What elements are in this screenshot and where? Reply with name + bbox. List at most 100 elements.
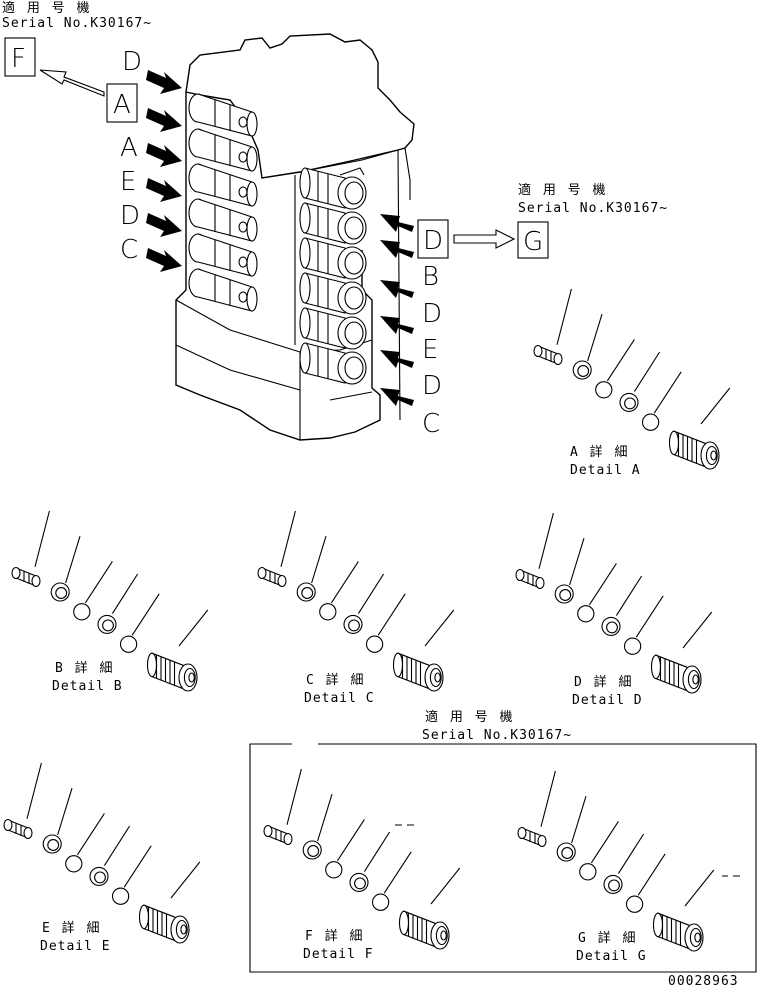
left-spools	[188, 93, 258, 312]
leader-line	[317, 794, 333, 842]
applicability-serial-right: Serial No.K30167~	[518, 201, 668, 216]
left-letter-c: C	[120, 235, 138, 265]
ring-inner	[608, 879, 620, 892]
right-arrow	[380, 214, 414, 232]
leader-line	[363, 831, 391, 872]
plug-cap	[299, 202, 367, 245]
cartridge-head-inner	[175, 919, 188, 940]
o-ring	[371, 893, 390, 911]
spool-end	[246, 216, 258, 242]
plug-end	[535, 576, 545, 590]
detail-a-caption: Detail A	[570, 463, 641, 478]
plug-cap	[299, 307, 367, 350]
spool	[188, 198, 258, 242]
leader-line	[170, 861, 201, 899]
plug-end	[517, 826, 527, 840]
leader-line	[286, 768, 302, 825]
right-letter-d-2: D	[422, 371, 442, 401]
detail-a-parts	[533, 288, 731, 470]
plug-cap-rear	[299, 237, 311, 269]
detail-d-caption-jp: D 詳 細	[574, 674, 633, 690]
cartridge-head-core	[710, 450, 717, 461]
plug-end	[11, 566, 21, 580]
plug-cap	[299, 237, 367, 280]
ring-inner	[624, 397, 636, 410]
leader-line	[178, 609, 209, 647]
plug-cap-head-inner	[344, 181, 364, 205]
leader-line	[357, 573, 385, 614]
view-label-d: D	[423, 226, 443, 256]
detail-b-caption-jp: B 詳 細	[55, 660, 114, 676]
view-label-f: F	[11, 44, 26, 74]
detail-f-caption: Detail F	[303, 947, 374, 962]
ring-inner	[102, 619, 114, 632]
leader-line	[538, 512, 554, 569]
leader-line	[424, 609, 455, 647]
ring-inner	[301, 587, 314, 599]
plug-cap-rear	[299, 342, 311, 374]
cartridge-end	[668, 430, 680, 456]
ring-inner	[606, 621, 618, 634]
detail-e-parts	[3, 762, 201, 944]
o-ring	[579, 863, 597, 881]
backup-ring	[619, 392, 639, 412]
leader-line	[684, 869, 715, 907]
cartridge-end	[138, 904, 150, 930]
leader-line	[556, 288, 572, 345]
left-arrow	[146, 108, 182, 132]
leader-line	[330, 561, 359, 604]
backup-ring	[556, 842, 576, 862]
right-arrow	[380, 350, 414, 368]
cartridge	[146, 652, 198, 692]
spool-end	[246, 251, 258, 277]
ring-inner	[55, 587, 68, 599]
backup-ring	[50, 582, 70, 602]
detail-d-parts	[515, 512, 713, 694]
detail-b-caption: Detail B	[52, 679, 123, 694]
right-letter-e: E	[422, 335, 438, 365]
cartridge-head-inner	[689, 927, 702, 948]
cartridge	[652, 912, 704, 952]
leader-line	[617, 833, 645, 874]
plug-cap-head	[337, 316, 367, 350]
o-ring	[319, 603, 337, 621]
cartridge-head	[424, 663, 444, 692]
spool	[188, 268, 258, 312]
spool-body	[197, 198, 253, 242]
plug-end	[515, 568, 525, 582]
leader-line	[588, 563, 617, 606]
left-arrow	[146, 70, 182, 94]
detail-b-parts	[11, 510, 209, 692]
detail-a-caption-jp: A 詳 細	[570, 444, 629, 460]
leader-line	[111, 573, 139, 614]
cartridge-head-inner	[435, 925, 448, 946]
cartridge-end	[392, 652, 404, 678]
left-letter-e: E	[120, 167, 136, 197]
spool	[188, 163, 258, 207]
right-letter-d: D	[422, 299, 442, 329]
detail-c-caption-jp: C 詳 細	[306, 672, 365, 688]
applicability-serial-middle: Serial No.K30167~	[422, 728, 572, 743]
cartridge-end	[146, 652, 158, 678]
view-arrow-a-to-f	[39, 69, 105, 97]
cartridge-head-core	[694, 932, 701, 943]
view-label-a: A	[113, 90, 131, 120]
cartridge-end	[398, 910, 410, 936]
drawing-number: 00028963	[668, 974, 739, 989]
o-ring	[365, 635, 384, 653]
o-ring	[325, 861, 343, 879]
backup-ring	[603, 874, 623, 894]
plug-cap	[299, 167, 367, 210]
plug-end	[3, 818, 13, 832]
leader-line	[633, 351, 661, 392]
view-box-a	[106, 83, 138, 123]
o-ring	[119, 635, 138, 653]
backup-ring	[42, 834, 62, 854]
detail-e-caption: Detail E	[40, 939, 111, 954]
cartridge	[138, 904, 190, 944]
leader-line	[65, 536, 81, 584]
right-arrows	[380, 214, 414, 406]
applicability-note-jp-top: 適 用 号 機	[2, 0, 91, 16]
